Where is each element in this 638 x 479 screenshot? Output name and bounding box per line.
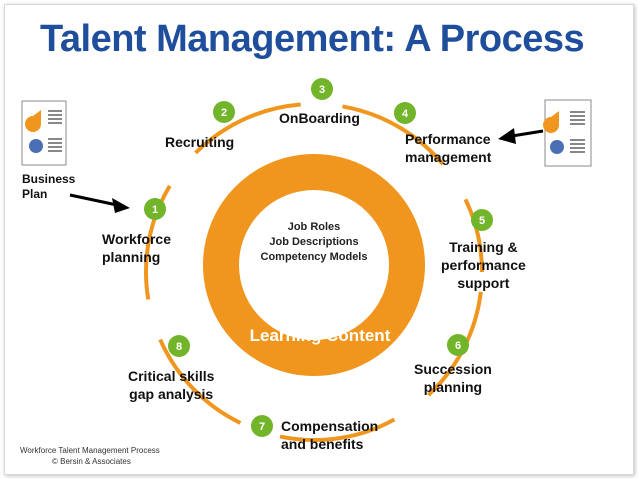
step-badge-4: 4 bbox=[394, 102, 416, 124]
step-label-recruiting: Recruiting bbox=[165, 134, 235, 150]
center-line-3: Competency Models bbox=[261, 251, 368, 263]
step-label-critical-skills: Critical skills gap analysis bbox=[128, 368, 215, 402]
center-line-2: Job Descriptions bbox=[269, 236, 358, 248]
business-plan-arrow-icon bbox=[69, 193, 130, 213]
step-number-4: 4 bbox=[402, 108, 409, 120]
step-label-performance-management: Performance management bbox=[405, 131, 492, 165]
performance-arrow-icon bbox=[498, 128, 544, 144]
step-badge-3: 3 bbox=[311, 78, 333, 100]
step-number-5: 5 bbox=[479, 215, 485, 227]
step-badge-6: 6 bbox=[447, 334, 469, 356]
step-badge-8: 8 bbox=[168, 335, 190, 357]
learning-content-label: Learning Content bbox=[250, 326, 391, 345]
process-ring bbox=[144, 102, 484, 442]
step-label-training: Training & performance support bbox=[441, 239, 526, 291]
step-number-7: 7 bbox=[259, 421, 265, 433]
step-number-2: 2 bbox=[221, 107, 227, 119]
step-label-succession-planning: Succession planning bbox=[414, 361, 492, 395]
step-badge-1: 1 bbox=[144, 198, 166, 220]
step-label-workforce-planning: Workforce planning bbox=[102, 231, 171, 265]
slide-title: Talent Management: A Process bbox=[40, 18, 585, 60]
step-badge-2: 2 bbox=[213, 101, 235, 123]
learning-content-donut bbox=[203, 154, 425, 376]
step-badge-5: 5 bbox=[471, 209, 493, 231]
step-number-8: 8 bbox=[176, 341, 182, 353]
business-plan-document-icon bbox=[21, 100, 67, 166]
footer-copyright: © Bersin & Associates bbox=[52, 457, 131, 466]
step-number-3: 3 bbox=[319, 84, 325, 96]
step-badge-7: 7 bbox=[251, 415, 273, 437]
footer-caption: Workforce Talent Management Process bbox=[20, 446, 160, 455]
step-number-6: 6 bbox=[455, 340, 461, 352]
business-plan-label: Business Plan bbox=[22, 172, 76, 201]
performance-document-icon bbox=[543, 99, 592, 167]
step-label-onboarding: OnBoarding bbox=[279, 110, 360, 126]
center-line-1: Job Roles bbox=[288, 221, 341, 233]
step-label-compensation: Compensation and benefits bbox=[281, 418, 379, 452]
step-number-1: 1 bbox=[152, 204, 158, 216]
